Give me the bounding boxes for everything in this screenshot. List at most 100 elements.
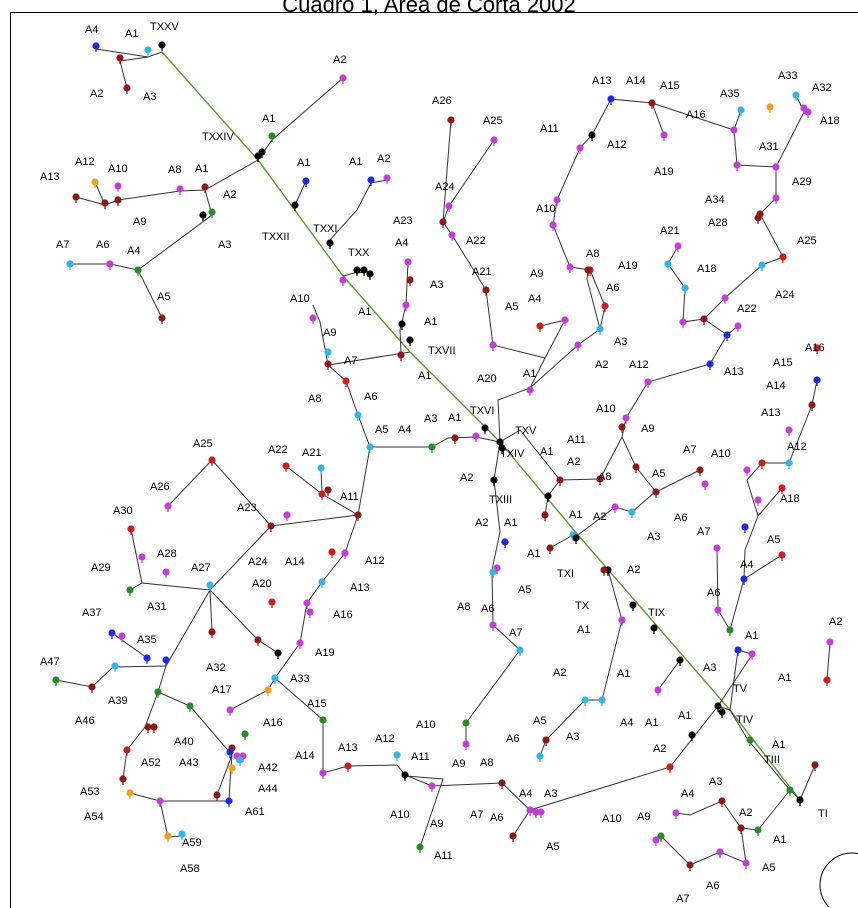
map-label: A22 xyxy=(466,235,486,247)
map-label: A6 xyxy=(674,512,687,524)
map-label: TIV xyxy=(736,714,754,726)
map-label: A8 xyxy=(457,601,470,613)
map-label: A3 xyxy=(614,336,627,348)
map-label: A13 xyxy=(761,407,781,419)
map-label: A9 xyxy=(133,216,146,228)
map-label: A18 xyxy=(697,263,717,275)
map-label: A1 xyxy=(577,624,590,636)
map-label: A1 xyxy=(678,710,691,722)
map-label: A1 xyxy=(645,717,658,729)
map-label: A11 xyxy=(411,751,430,763)
map-label: A10 xyxy=(390,809,410,821)
map-label: A7 xyxy=(56,239,69,251)
map-label: A5 xyxy=(652,468,665,480)
map-label: TXVI xyxy=(470,405,494,417)
map-label: A7 xyxy=(509,627,522,639)
map-label: A2 xyxy=(223,189,236,201)
map-label: A16 xyxy=(333,609,353,621)
map-label: A6 xyxy=(606,282,619,294)
map-label: A39 xyxy=(108,695,128,707)
map-label: A2 xyxy=(653,743,666,755)
map-label: A35 xyxy=(137,634,157,646)
branch-lines xyxy=(55,48,831,866)
map-label: A33 xyxy=(290,673,310,685)
map-label: A4 xyxy=(740,559,753,571)
map-label: A7 xyxy=(697,526,710,538)
map-label: TXIV xyxy=(500,448,525,460)
map-label: A29 xyxy=(792,176,812,188)
map-label: TX xyxy=(575,600,590,612)
map-label: A4 xyxy=(127,245,140,257)
map-label: A1 xyxy=(569,509,582,521)
map-label: A24 xyxy=(435,181,455,193)
map-label: A2 xyxy=(739,807,752,819)
map-label: A1 xyxy=(773,834,786,846)
map-label: A14 xyxy=(285,556,305,568)
map-label: A12 xyxy=(365,555,385,567)
map-label: A1 xyxy=(195,163,208,175)
map-label: A10 xyxy=(108,163,128,175)
map-label: A29 xyxy=(91,562,111,574)
map-label: A53 xyxy=(80,786,100,798)
map-label: A8 xyxy=(586,248,599,260)
map-label: TXXI xyxy=(313,223,337,235)
map-label: A3 xyxy=(709,776,722,788)
map-label: A5 xyxy=(767,534,780,546)
map-label: TIX xyxy=(648,607,666,619)
map-label: A1 xyxy=(297,157,310,169)
map-label: A1 xyxy=(349,156,362,168)
map-label: A2 xyxy=(627,564,640,576)
map-label: A19 xyxy=(618,260,638,272)
map-label: A1 xyxy=(504,517,517,529)
map-label: A15 xyxy=(307,698,327,710)
map-label: A5 xyxy=(762,862,775,874)
corner-circle xyxy=(819,852,858,907)
map-label: A12 xyxy=(629,359,649,371)
map-label: A4 xyxy=(620,717,633,729)
map-label: A23 xyxy=(393,215,413,227)
map-label: A11 xyxy=(340,491,359,503)
map-label: A6 xyxy=(364,391,377,403)
map-label: A24 xyxy=(775,289,795,301)
map-label: A2 xyxy=(475,517,488,529)
map-label: A4 xyxy=(398,424,411,436)
map-label: A25 xyxy=(193,438,213,450)
map-label: A8 xyxy=(598,471,611,483)
map-label: A9 xyxy=(430,818,443,830)
map-label: TXXIV xyxy=(202,131,234,143)
map-label: A13 xyxy=(592,75,612,87)
map-label: A13 xyxy=(724,366,744,378)
map-label: A5 xyxy=(533,715,546,727)
map-label: A2 xyxy=(553,667,566,679)
map-label: A32 xyxy=(812,82,832,94)
map-label: A11 xyxy=(567,434,586,446)
map-label: A31 xyxy=(759,141,779,153)
map-label: A59 xyxy=(182,837,202,849)
map-label: A23 xyxy=(237,502,257,514)
map-label: A2 xyxy=(595,359,608,371)
map-label: A28 xyxy=(708,217,728,229)
map-label: A61 xyxy=(245,806,265,818)
map-label: TXIII xyxy=(489,494,512,506)
map-label: A8 xyxy=(168,164,181,176)
map-label: A15 xyxy=(660,80,680,92)
map-label: A1 xyxy=(540,446,553,458)
map-label: A21 xyxy=(472,266,492,278)
map-label: A22 xyxy=(737,303,757,315)
map-label: A12 xyxy=(75,156,95,168)
map-label: A34 xyxy=(705,194,725,206)
map-label: A35 xyxy=(720,88,740,100)
map-label: A19 xyxy=(315,647,335,659)
map-label: A2 xyxy=(460,472,473,484)
map-label: A3 xyxy=(424,413,437,425)
map-label: A13 xyxy=(350,582,370,594)
map-label: A6 xyxy=(96,239,109,251)
map-label: TXXII xyxy=(262,231,290,243)
map-label: A21 xyxy=(660,225,680,237)
map-label: A3 xyxy=(143,91,156,103)
map-label: A9 xyxy=(637,811,650,823)
map-label: A1 xyxy=(617,668,630,680)
map-label: A14 xyxy=(295,750,315,762)
